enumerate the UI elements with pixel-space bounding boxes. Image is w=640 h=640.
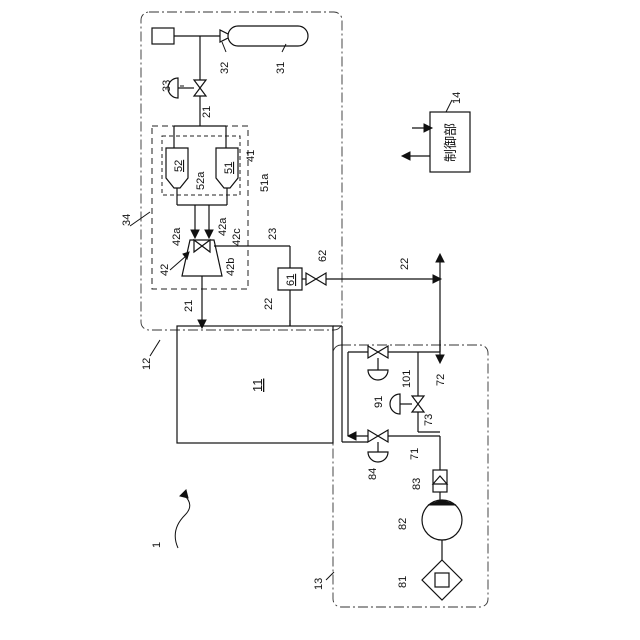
- label-ref-22-right: 22: [399, 258, 411, 270]
- label-ref-101: 101: [401, 370, 413, 388]
- label-ref-82: 82: [397, 518, 409, 530]
- label-ref-42a-left: 42a: [171, 227, 183, 246]
- label-ref-61: 61: [285, 274, 297, 286]
- label-ref-41: 41: [245, 150, 257, 162]
- label-ref-13: 13: [313, 578, 325, 590]
- label-ref-42a-right: 42a: [217, 217, 229, 236]
- valve-upper: [368, 346, 388, 358]
- label-ref-12: 12: [141, 358, 153, 370]
- label-ref-42b: 42b: [225, 258, 237, 276]
- label-ref-23: 23: [267, 228, 279, 240]
- label-ref-73: 73: [423, 414, 435, 426]
- valve-62: [306, 273, 326, 285]
- valve-84: [368, 430, 388, 442]
- label-ref-91: 91: [373, 396, 385, 408]
- label-ref-83: 83: [411, 478, 423, 490]
- regulator-101: [390, 394, 400, 414]
- label-ref-52: 52: [173, 160, 185, 172]
- label-ref-21-bottom: 21: [183, 300, 195, 312]
- label-ref-32: 32: [219, 62, 231, 74]
- label-ref-84: 84: [367, 468, 379, 480]
- label-ref-42: 42: [159, 264, 171, 276]
- label-ref-14: 14: [451, 92, 463, 104]
- label-ref-11: 11: [250, 379, 265, 393]
- pump-82: [422, 500, 462, 540]
- label-ref-51: 51: [223, 162, 235, 174]
- valve-33: [194, 80, 206, 96]
- label-ref-22-left: 22: [263, 298, 275, 310]
- actuator-box-32: [152, 28, 174, 44]
- label-ref-31: 31: [275, 62, 287, 74]
- label-ref-21-top: 21: [201, 106, 213, 118]
- gas-cylinder-31: [228, 26, 308, 46]
- label-ref-62: 62: [317, 250, 329, 262]
- label-ref-42c: 42c: [231, 228, 243, 246]
- label-ref-72: 72: [435, 374, 447, 386]
- label-ref-52a: 52a: [195, 171, 207, 190]
- controller-label: 制御部: [443, 123, 458, 162]
- label-ref-81: 81: [397, 576, 409, 588]
- label-ref-1: 1: [151, 542, 163, 548]
- label-ref-51a: 51a: [259, 173, 271, 192]
- regulator-91: [368, 370, 388, 380]
- regulator-84: [368, 452, 388, 462]
- valve-101: [412, 396, 424, 412]
- label-ref-33: 33: [161, 80, 173, 92]
- label-ref-34: 34: [121, 214, 133, 226]
- label-ref-71: 71: [409, 448, 421, 460]
